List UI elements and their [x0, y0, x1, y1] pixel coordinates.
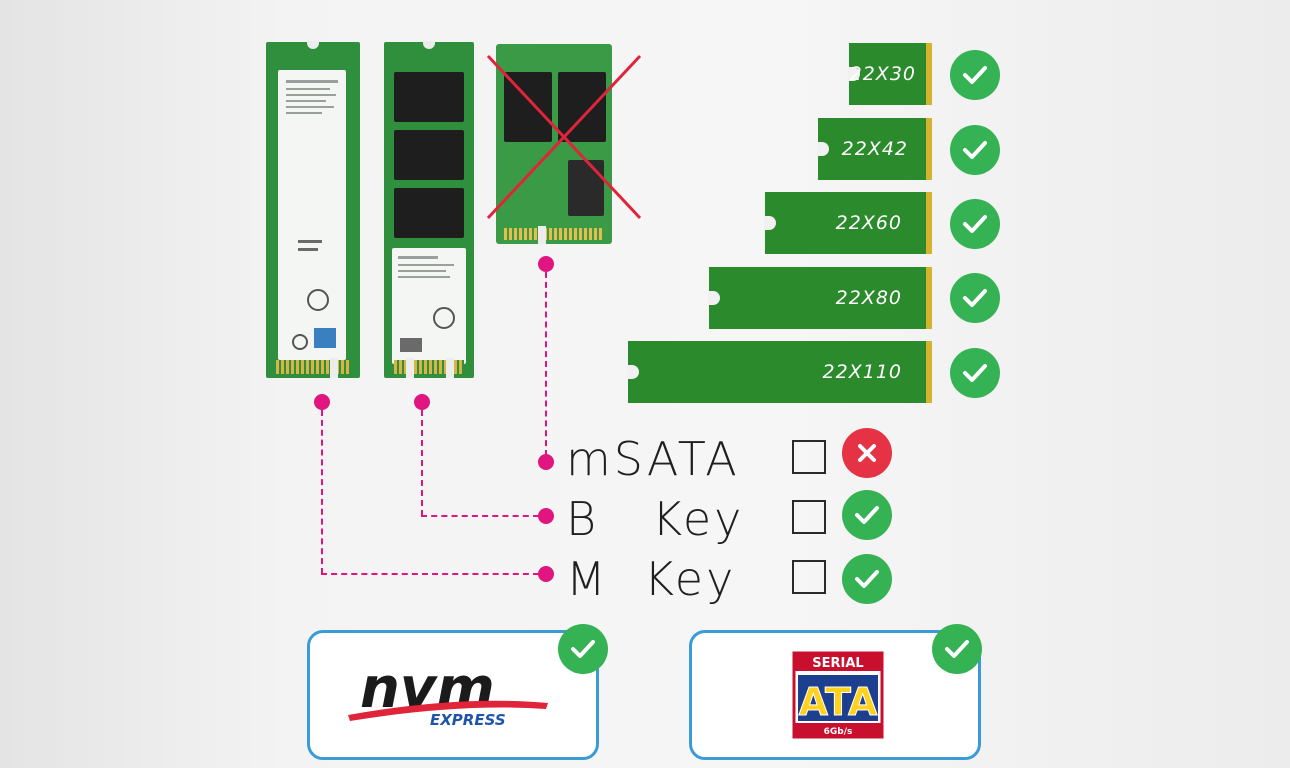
m-key-label: M Key [566, 552, 737, 606]
size-label: 22X110 [822, 361, 902, 383]
sata-logo: SERIAL ATA 6Gb/s [792, 651, 884, 739]
connector-dot [538, 508, 554, 524]
connector-dot [538, 566, 554, 582]
size-label: 22X30 [849, 63, 916, 85]
mount-hole [627, 365, 639, 379]
label-print-lines [398, 256, 455, 352]
gold-contacts [276, 360, 350, 374]
mount-hole [817, 142, 829, 156]
size-bar-22x42: 22X42 [817, 118, 932, 180]
connector-line [545, 272, 547, 456]
ssd-label-sticker [278, 70, 346, 360]
flash-chip [558, 72, 606, 142]
checkbox-outline [792, 500, 826, 534]
size-bar-22x110: 22X110 [627, 341, 932, 403]
ssd-label-sticker [392, 248, 466, 364]
check-icon [950, 50, 1000, 100]
label-print-lines [286, 80, 338, 350]
check-icon [842, 490, 892, 540]
size-label: 22X42 [841, 138, 908, 160]
sata-logo-top: SERIAL [812, 656, 863, 671]
m-key-notch [446, 358, 454, 378]
check-icon [950, 199, 1000, 249]
check-icon [842, 554, 892, 604]
connector-line [421, 410, 423, 516]
msata-notch [538, 226, 546, 244]
connector-line [321, 573, 539, 575]
b-key-notch [406, 358, 414, 378]
msata-ssd-image [496, 44, 612, 244]
connector-dot [538, 256, 554, 272]
connector-dot [314, 394, 330, 410]
size-bar-22x30: 22X30 [848, 43, 932, 105]
check-icon [558, 624, 608, 674]
b-key-label: B Key [566, 492, 745, 546]
check-icon [950, 273, 1000, 323]
connector-dot [538, 454, 554, 470]
flash-chip [394, 130, 464, 180]
gold-contacts [504, 228, 604, 240]
size-bar-22x80: 22X80 [708, 267, 932, 329]
m-key-ssd-image [266, 41, 360, 378]
mount-notch [423, 41, 435, 49]
nvme-protocol-box: nvm EXPRESS [307, 630, 599, 760]
connector-dot [414, 394, 430, 410]
sata-logo-main: ATA [799, 680, 878, 724]
connector-line [321, 410, 323, 574]
msata-cross-out [486, 54, 642, 220]
flash-chip [394, 188, 464, 238]
size-label: 22X80 [835, 287, 902, 309]
size-label: 22X60 [835, 212, 902, 234]
nvme-logo: nvm EXPRESS [348, 656, 548, 729]
connector-line [421, 515, 539, 517]
mount-hole [848, 67, 860, 81]
nvme-logo-sub: EXPRESS [430, 711, 506, 729]
check-icon [950, 348, 1000, 398]
mount-hole [708, 291, 720, 305]
mount-notch [307, 41, 319, 49]
sata-logo-speed: 6Gb/s [824, 727, 853, 737]
mount-hole [764, 216, 776, 230]
checkbox-outline [792, 560, 826, 594]
b-key-ssd-image [384, 41, 474, 378]
controller-chip [568, 160, 604, 216]
msata-label: mSATA [566, 432, 740, 486]
check-icon [950, 125, 1000, 175]
cross-icon [842, 428, 892, 478]
sata-protocol-box: SERIAL ATA 6Gb/s [689, 630, 981, 760]
size-bar-22x60: 22X60 [764, 192, 932, 254]
m-key-notch [330, 358, 338, 378]
check-icon [932, 624, 982, 674]
flash-chip [394, 72, 464, 122]
checkbox-outline [792, 440, 826, 474]
